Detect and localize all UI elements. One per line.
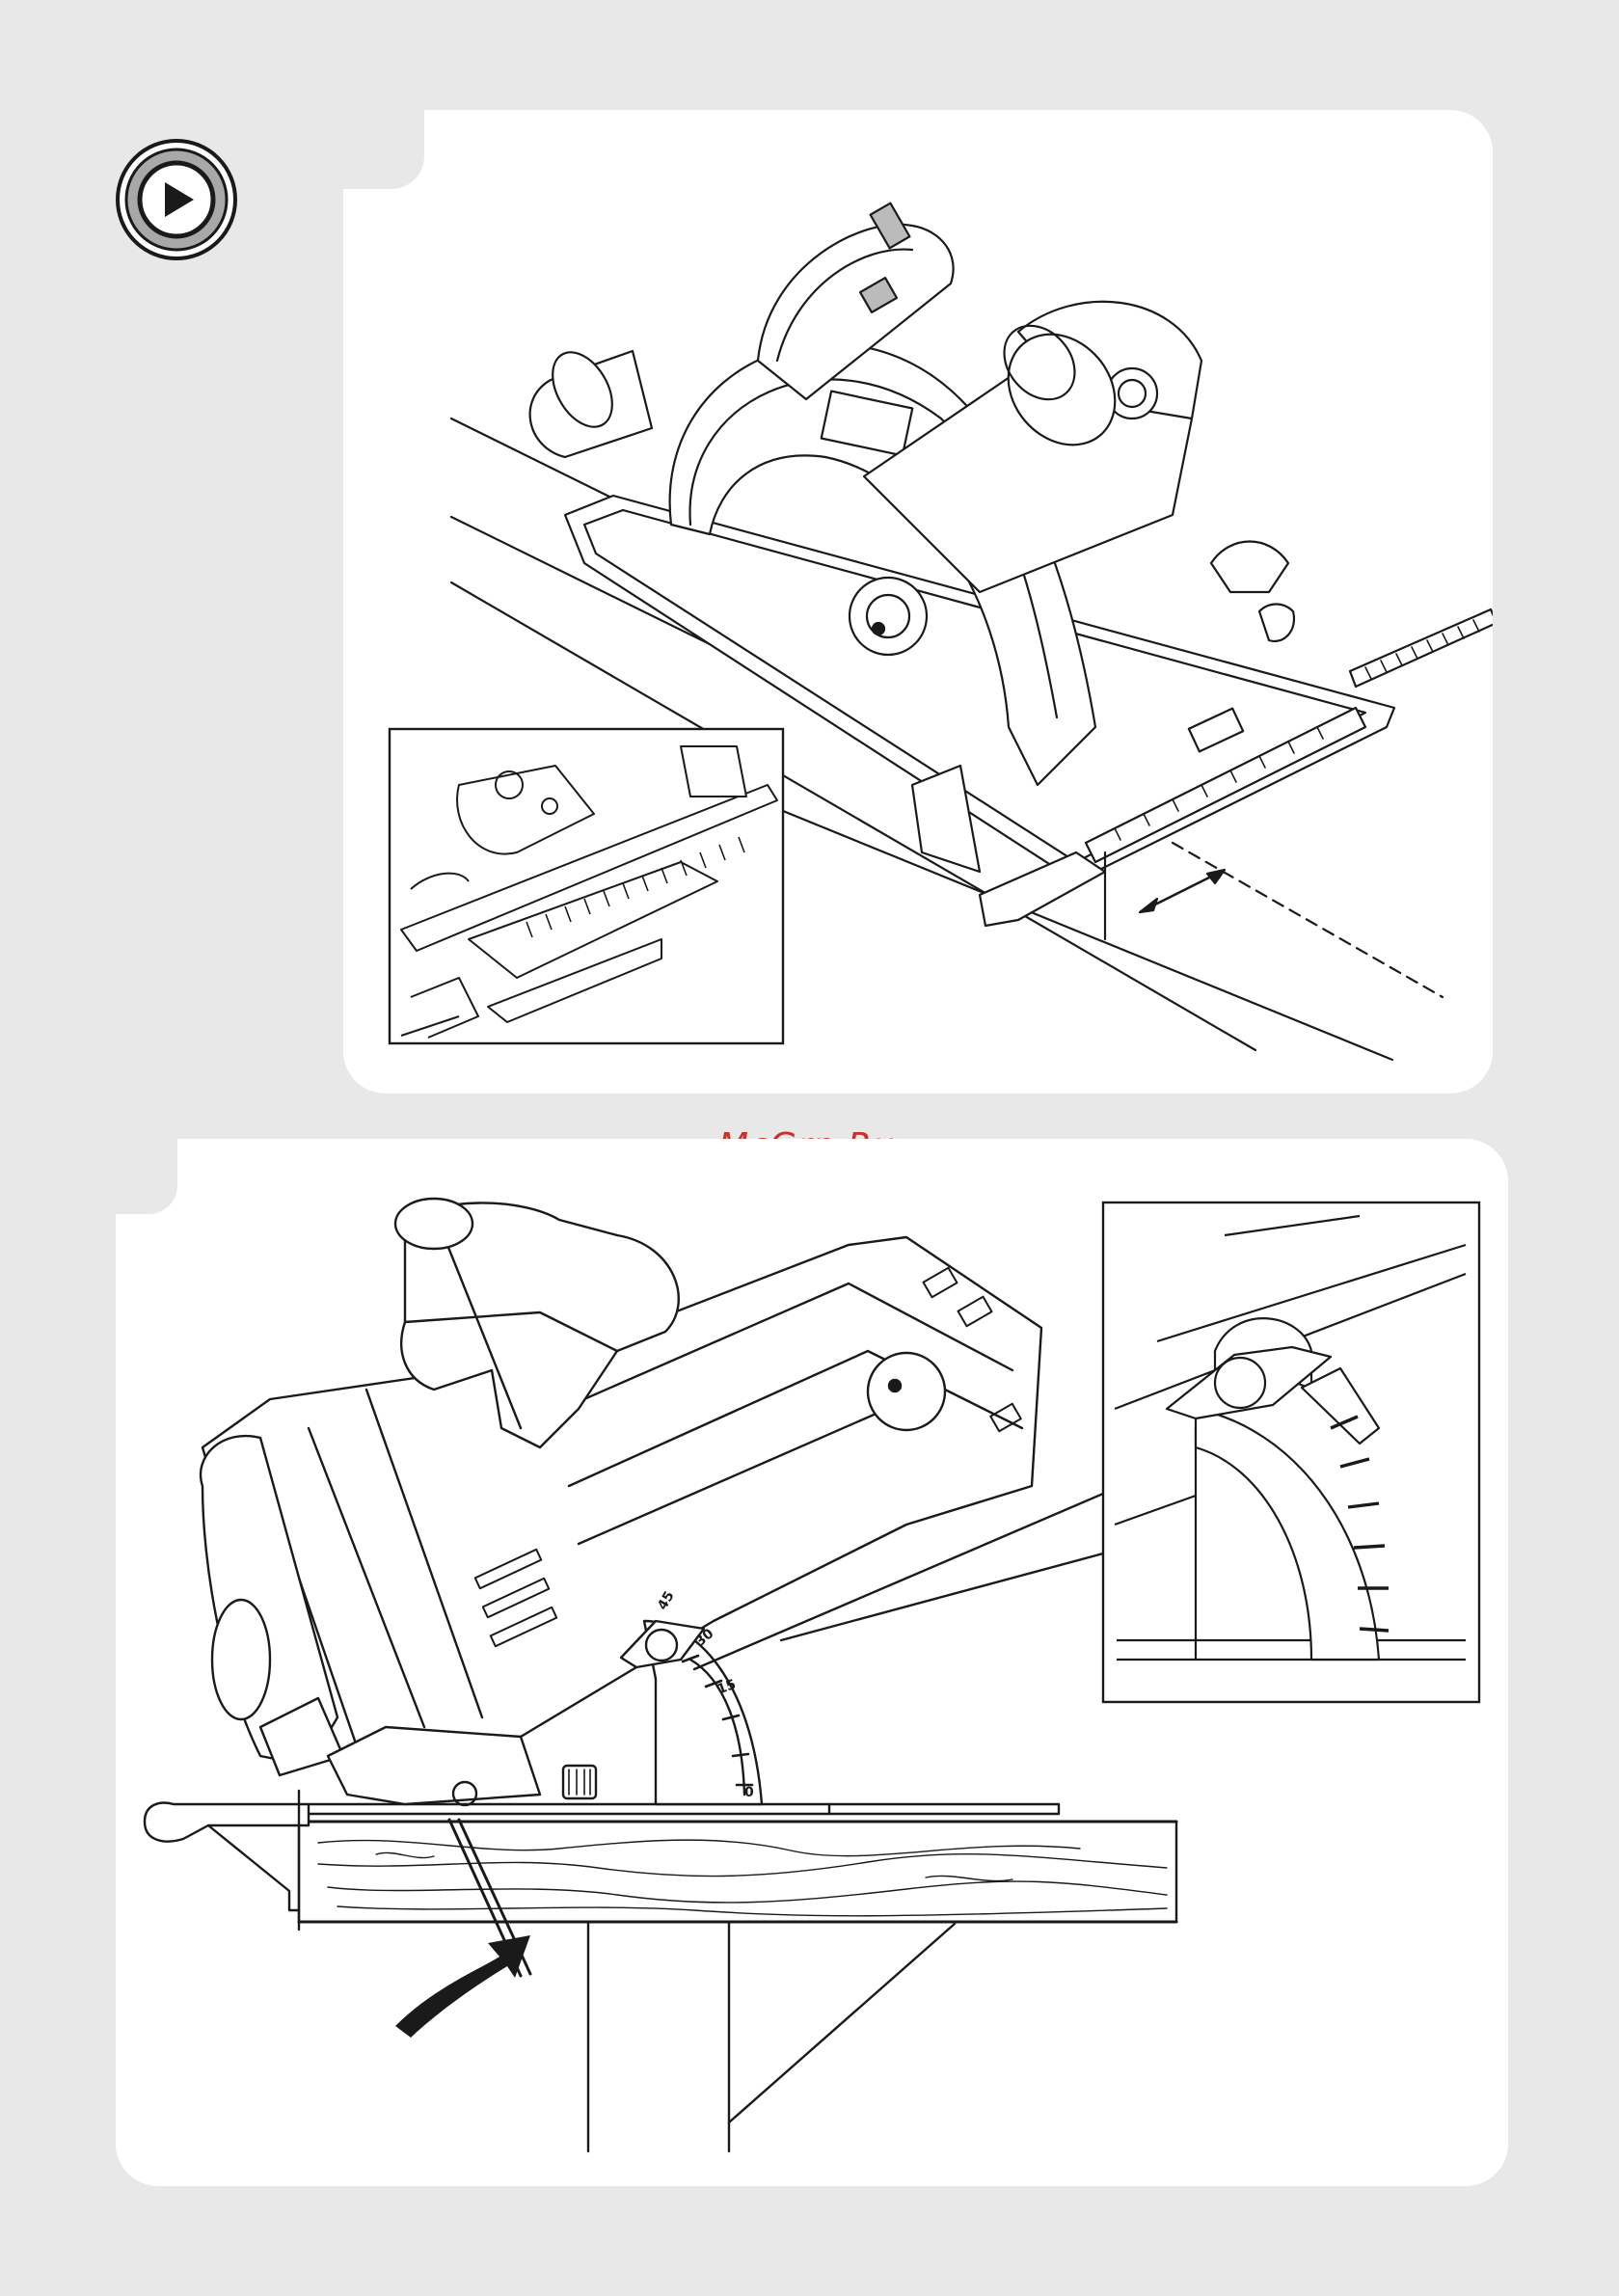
circular-saw-icon	[343, 110, 1493, 1094]
inset-detail-icon	[390, 729, 783, 1043]
double-arrow-icon	[1140, 870, 1225, 912]
dashed-cut-line-icon	[1173, 843, 1443, 997]
figure-parallel-guide-panel	[343, 110, 1493, 1094]
figure-bevel-cut-panel: 45 30 15 0	[116, 1139, 1508, 2186]
bevel-label-0: 0	[744, 1785, 754, 1800]
bevel-saw-illustration: 45 30 15 0	[116, 1139, 1508, 2186]
inset-bevel-detail-icon	[1103, 1202, 1479, 1702]
curved-arrow-icon	[395, 1935, 530, 2038]
play-button[interactable]	[115, 138, 238, 261]
play-icon	[115, 138, 238, 261]
